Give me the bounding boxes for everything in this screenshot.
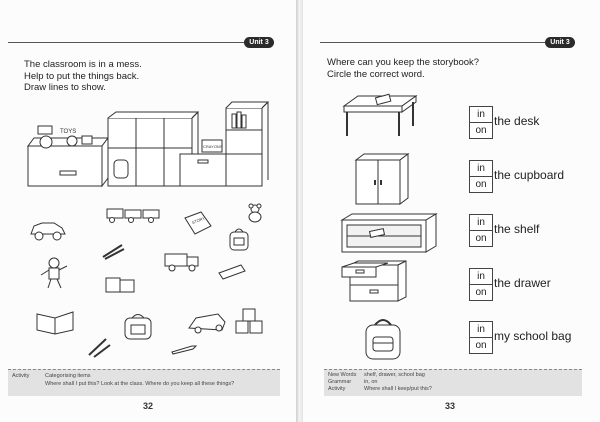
phrase-cupboard: the cupboard <box>494 168 565 182</box>
choice-in[interactable]: in <box>470 269 492 285</box>
phrase-desk: the desk <box>494 114 540 128</box>
left-unit-rule <box>8 42 270 43</box>
school-bag-icon <box>122 311 154 341</box>
right-unit-tag: Unit 3 <box>545 37 575 48</box>
classroom-scene: TOYS CRAYONS <box>0 98 297 198</box>
school-bag-large-icon <box>360 313 408 363</box>
right-page-number: 33 <box>445 401 456 411</box>
building-blocks-icon <box>104 274 138 294</box>
choice-in[interactable]: in <box>470 161 492 177</box>
choice-box[interactable]: in on <box>469 214 493 247</box>
left-unit-tag: Unit 3 <box>244 37 274 48</box>
choice-on[interactable]: on <box>475 125 487 136</box>
book-gutter <box>296 0 304 422</box>
footer-value: shelf, drawer, school bag <box>364 372 425 378</box>
choice-in[interactable]: in <box>470 107 492 123</box>
toy-car-icon <box>28 220 68 242</box>
toy-train-icon <box>105 205 163 225</box>
pencils-icon <box>100 241 126 261</box>
instruction-line: The classroom is in a mess. <box>24 59 142 70</box>
desk-icon <box>340 92 420 140</box>
footer-label: Grammar <box>328 379 352 385</box>
choice-on[interactable]: on <box>475 179 487 190</box>
cupboard-icon <box>352 152 412 208</box>
footer-line2: Where shall I put this? Look at the clas… <box>45 381 235 387</box>
shelf-icon <box>338 212 440 256</box>
phrase-shelf: the shelf <box>494 222 540 236</box>
left-instructions: The classroom is in a mess. Help to put … <box>24 59 142 94</box>
toy-truck-icon <box>163 249 201 273</box>
markers-icon <box>86 335 112 359</box>
drawer-icon <box>340 259 410 303</box>
footer-label: New Words <box>328 372 357 378</box>
open-book-icon <box>35 308 75 336</box>
toy-racecar-icon <box>186 310 228 336</box>
abc-blocks-icon <box>233 307 265 335</box>
footer-label: Activity <box>12 373 30 379</box>
choice-on[interactable]: on <box>475 287 487 298</box>
school-bag-small-icon <box>227 226 251 252</box>
footer-value: Where shall I keep/put this? <box>364 386 432 392</box>
phrase-drawer: the drawer <box>494 276 551 290</box>
doll-icon <box>38 256 70 290</box>
instruction-line: Help to put the things back. <box>24 70 140 82</box>
footer-value: in, on <box>364 379 378 385</box>
phrase-school-bag: my school bag <box>494 329 572 343</box>
teddy-bear-icon <box>244 203 266 223</box>
instruction-line: Draw lines to show. <box>24 82 106 93</box>
right-unit-rule <box>320 42 575 43</box>
right-page <box>303 0 600 422</box>
choice-in[interactable]: in <box>470 215 492 231</box>
left-footer: Activity Categorising items Where shall … <box>8 369 280 396</box>
choice-box[interactable]: in on <box>469 321 493 354</box>
choice-box[interactable]: in on <box>469 106 493 139</box>
footer-label: Activity <box>328 386 346 392</box>
choice-on[interactable]: on <box>475 340 487 351</box>
instruction-line: Where can you keep the storybook? <box>327 57 480 68</box>
story-label: STORY <box>191 215 206 224</box>
choice-box[interactable]: in on <box>469 268 493 301</box>
choice-on[interactable]: on <box>475 233 487 244</box>
left-page-number: 32 <box>143 401 154 411</box>
instruction-line: Circle the correct word. <box>327 68 425 80</box>
footer-value: Categorising items <box>45 373 91 379</box>
storybook-icon: STORY <box>183 210 213 236</box>
right-footer: New Words shelf, drawer, school bag Gram… <box>324 369 582 396</box>
pencil-icon <box>170 343 198 355</box>
right-instructions: Where can you keep the storybook? Circle… <box>327 57 479 80</box>
crayon-box-icon <box>217 263 247 281</box>
crayons-label: CRAYONS <box>203 144 223 149</box>
choice-in[interactable]: in <box>470 322 492 338</box>
choice-box[interactable]: in on <box>469 160 493 193</box>
toys-label: TOYS <box>60 129 76 135</box>
